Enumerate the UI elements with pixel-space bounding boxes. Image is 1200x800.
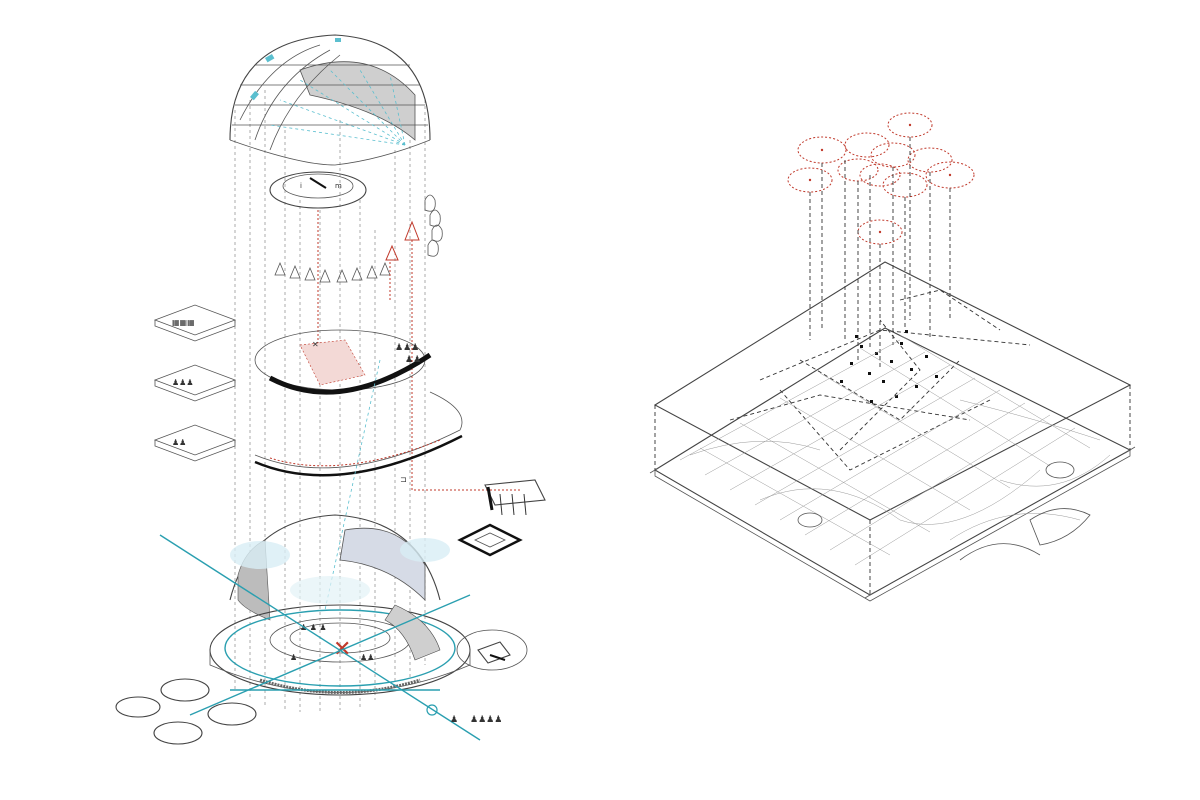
svg-text:♟ ♟ ♟: ♟ ♟ ♟ [300,623,327,632]
side-stack [424,194,443,257]
round-labels: ♟♟♟♟ ♟ [115,678,502,745]
svg-text:♟♟♟♟: ♟♟♟♟ [470,715,502,725]
exploded-axonometric: m i [115,34,546,745]
svg-text:▦▦▦: ▦▦▦ [172,318,195,327]
dashed-network-box [653,261,1132,595]
drop-lines [809,137,951,370]
city-map-plate [649,327,1136,602]
svg-text:✕: ✕ [312,340,319,349]
program-boxes: ▦▦▦ ♟♟♟ ♟♟ [153,304,237,462]
circular-ring: ⊐ [254,391,463,484]
dome-shell [229,34,431,166]
svg-text:i: i [300,182,302,190]
floating-dotted-circles [787,112,975,245]
svg-text:♟♟: ♟♟ [172,438,186,447]
svg-text:♟♟: ♟♟ [360,653,374,662]
plaza-pavilion [456,629,528,671]
stage-platform: ♟♟♟ ♟♟ ✕ [254,329,432,395]
svg-text:♟: ♟ [450,715,458,725]
svg-text:♟♟♟: ♟♟♟ [395,343,419,353]
cyan-guide [324,359,381,611]
svg-text:⊐: ⊐ [400,475,407,484]
side-pavilion [457,479,546,557]
oculus-disc: m i [269,171,367,209]
svg-text:♟♟: ♟♟ [405,355,421,365]
lantern-row [274,210,520,491]
base-plaza: ✕ ♟ ♟ ♟ ♟♟ ♟ [159,534,481,741]
svg-text:m: m [335,182,342,190]
site-axonometric [649,112,1136,602]
svg-text:♟: ♟ [290,653,297,662]
svg-text:♟♟♟: ♟♟♟ [172,378,194,387]
